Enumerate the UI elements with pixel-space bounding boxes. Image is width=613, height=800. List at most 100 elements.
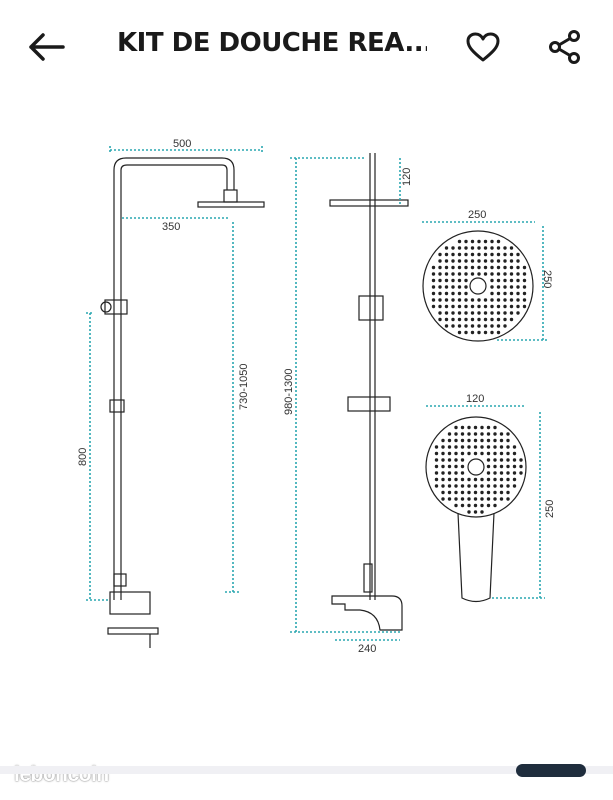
nozzle-dot bbox=[460, 497, 465, 501]
nozzle-dot bbox=[512, 464, 517, 469]
nozzle-dot bbox=[503, 317, 507, 322]
nozzle-dot bbox=[522, 291, 527, 296]
nozzle-dot bbox=[441, 438, 445, 443]
nozzle-dot bbox=[444, 317, 449, 322]
nozzle-dot bbox=[464, 272, 468, 276]
nozzle-dot bbox=[483, 272, 488, 276]
nozzle-dot bbox=[464, 252, 468, 257]
nozzle-dot bbox=[499, 438, 504, 443]
image-scroll-track[interactable] bbox=[0, 766, 613, 774]
nozzle-dot bbox=[457, 278, 462, 283]
nozzle-dot bbox=[483, 298, 488, 302]
nozzle-dot bbox=[506, 490, 510, 495]
nozzle-dot bbox=[506, 438, 510, 443]
dim-total-height: 980-1300 bbox=[283, 369, 295, 416]
nozzle-dot bbox=[441, 471, 445, 475]
nozzle-dot bbox=[486, 484, 491, 488]
technical-drawing: 500 350 730-1050 800 120 980-1300 240 25… bbox=[77, 138, 556, 655]
nozzle-dot bbox=[441, 477, 445, 482]
nozzle-dot bbox=[441, 445, 445, 449]
nozzle-dot bbox=[444, 272, 449, 276]
nozzle-dot bbox=[438, 278, 442, 283]
nozzle-dot bbox=[460, 503, 465, 508]
nozzle-dot bbox=[460, 490, 465, 495]
nozzle-dot bbox=[457, 285, 462, 289]
nozzle-dot bbox=[493, 438, 497, 443]
nozzle-dot bbox=[467, 490, 471, 495]
nozzle-dot bbox=[496, 239, 501, 244]
page-title: KIT DE DOUCHE REA... bbox=[117, 28, 427, 58]
image-scroll-thumb[interactable] bbox=[516, 764, 586, 777]
nozzle-dot bbox=[451, 298, 455, 302]
nozzle-dot bbox=[490, 265, 494, 270]
nozzle-dot bbox=[447, 497, 452, 501]
nozzle-dot bbox=[516, 259, 520, 263]
nozzle-dot bbox=[493, 458, 497, 462]
nozzle-dot bbox=[509, 246, 514, 250]
nozzle-dot bbox=[509, 311, 514, 315]
nozzle-dot bbox=[454, 458, 458, 462]
nozzle-dot bbox=[444, 304, 449, 309]
nozzle-dot bbox=[519, 458, 523, 462]
nozzle-dot bbox=[509, 317, 514, 322]
nozzle-dot bbox=[431, 285, 436, 289]
nozzle-dot bbox=[480, 484, 484, 488]
nozzle-dot bbox=[493, 477, 497, 482]
nozzle-dot bbox=[438, 298, 442, 302]
nozzle-dot bbox=[477, 311, 481, 315]
nozzle-dot bbox=[512, 484, 517, 488]
nozzle-dot bbox=[480, 438, 484, 443]
nozzle-dot bbox=[512, 477, 517, 482]
nozzle-dot bbox=[512, 471, 517, 475]
nozzle-dot bbox=[451, 317, 455, 322]
back-button[interactable] bbox=[22, 22, 72, 72]
nozzle-dot bbox=[483, 324, 488, 328]
nozzle-dot bbox=[486, 477, 491, 482]
round-head bbox=[422, 230, 534, 342]
nozzle-dot bbox=[486, 458, 491, 462]
favorite-button[interactable] bbox=[458, 22, 508, 72]
nozzle-dot bbox=[506, 432, 510, 436]
nozzle-dot bbox=[493, 490, 497, 495]
nozzle-dot bbox=[438, 252, 442, 257]
nozzle-dot bbox=[470, 252, 475, 257]
nozzle-dot bbox=[512, 445, 517, 449]
nozzle-dot bbox=[516, 278, 520, 283]
holder-side bbox=[347, 396, 391, 412]
nozzle-dot bbox=[503, 246, 507, 250]
nozzle-dot bbox=[451, 246, 455, 250]
nozzle-dot bbox=[431, 272, 436, 276]
nozzle-dot bbox=[480, 451, 484, 456]
share-button[interactable] bbox=[540, 22, 590, 72]
nozzle-dot bbox=[516, 311, 520, 315]
nozzle-dot bbox=[480, 490, 484, 495]
nozzle-dot bbox=[473, 477, 478, 482]
nozzle-dot bbox=[470, 272, 475, 276]
nozzle-dot bbox=[464, 259, 468, 263]
nozzle-dot bbox=[499, 490, 504, 495]
nozzle-dot bbox=[480, 425, 484, 430]
riser-pipe bbox=[113, 170, 122, 600]
nozzle-dot bbox=[454, 490, 458, 495]
arrow-left-icon bbox=[29, 33, 65, 61]
nozzle-dot bbox=[451, 265, 455, 270]
nozzle-dot bbox=[503, 265, 507, 270]
nozzle-dot bbox=[457, 246, 462, 250]
nozzle-dot bbox=[451, 252, 455, 257]
nozzle-dot bbox=[509, 291, 514, 296]
nozzle-dot bbox=[464, 278, 468, 283]
nozzle-dot bbox=[486, 425, 491, 430]
nozzle-dot bbox=[444, 246, 449, 250]
nozzle-dot bbox=[522, 265, 527, 270]
nozzle-dot bbox=[512, 451, 517, 456]
nozzle-dot bbox=[473, 497, 478, 501]
nozzle-dot bbox=[444, 278, 449, 283]
nozzle-dot bbox=[441, 451, 445, 456]
nozzle-dot bbox=[499, 497, 504, 501]
nozzle-dot bbox=[503, 298, 507, 302]
nozzle-dot bbox=[470, 324, 475, 328]
nozzle-dot bbox=[503, 278, 507, 283]
nozzle-dot bbox=[509, 285, 514, 289]
nozzle-dot bbox=[483, 330, 488, 335]
nozzle-dot bbox=[483, 239, 488, 244]
